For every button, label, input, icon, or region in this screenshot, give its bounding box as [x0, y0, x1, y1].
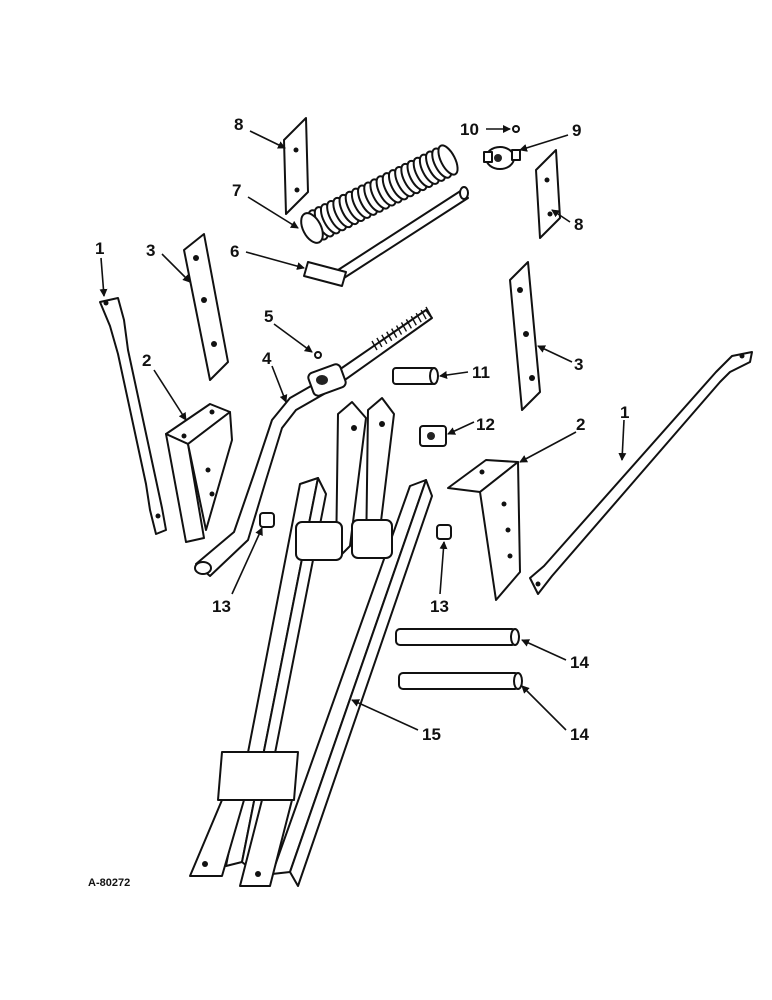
callout-6: 6: [230, 242, 239, 261]
callout-14-lower: 14: [570, 725, 589, 744]
reference-code: A-80272: [88, 877, 130, 889]
callout-5: 5: [264, 307, 273, 326]
thread-mark: [376, 337, 383, 348]
thread-mark: [371, 340, 378, 351]
leader-lines: [99, 125, 627, 731]
part-13-left-bushing: [259, 512, 275, 528]
part-10-nut: [512, 125, 520, 133]
thread-mark: [400, 322, 408, 332]
thread-mark: [410, 315, 417, 326]
callout-7: 7: [232, 181, 241, 200]
part-8-left-plate: [283, 117, 309, 215]
part-11-tube: [392, 367, 439, 385]
callout-10: 10: [460, 120, 479, 139]
callout-12: 12: [476, 415, 495, 434]
thread-mark: [420, 309, 427, 320]
part-1-left-strap: [99, 297, 167, 535]
callout-8-right: 8: [574, 215, 583, 234]
part-12-bushing: [419, 425, 447, 447]
callout-11: 11: [472, 363, 490, 382]
part-1-right-strap: [529, 351, 753, 595]
part-14-upper-pin: [395, 628, 520, 646]
callout-3-left: 3: [146, 241, 155, 260]
thread-mark: [415, 312, 422, 323]
thread-mark: [405, 319, 412, 329]
part-6-rod: [303, 186, 469, 287]
part-8-right-plate: [535, 149, 561, 239]
spring-end: [300, 212, 324, 244]
part-3-right-plate: [509, 261, 541, 411]
thread-mark: [386, 331, 393, 342]
callout-labels: 8 7 6 10 9 8 1 3 2 5 4 11 3 12 2 1 13 13…: [88, 115, 629, 889]
part-9-collar: [483, 146, 521, 170]
part-14-lower-pin: [398, 672, 523, 690]
spring-coil: [437, 144, 459, 176]
callout-8-left: 8: [234, 115, 243, 134]
callout-15: 15: [422, 725, 441, 744]
callout-2-right: 2: [576, 415, 585, 434]
callout-1-left: 1: [95, 239, 104, 258]
callout-14-upper: 14: [570, 653, 589, 672]
callout-1-right: 1: [620, 403, 629, 422]
callout-2-left: 2: [142, 351, 151, 370]
part-3-left-plate: [183, 233, 229, 381]
callout-13-right: 13: [430, 597, 449, 616]
callout-3-right: 3: [574, 355, 583, 374]
part-13-right-bushing: [436, 524, 452, 540]
part-15-main-frame: [189, 397, 433, 887]
thread-mark: [381, 334, 388, 345]
callout-4: 4: [262, 349, 272, 368]
part-5-threaded-rod: [307, 306, 433, 397]
callout-9: 9: [572, 121, 581, 140]
thread-mark: [425, 306, 432, 317]
part-2-right-bracket: [447, 459, 521, 601]
thread-mark: [395, 325, 403, 335]
thread-mark: [391, 328, 398, 338]
part-7-spring: [300, 144, 459, 244]
part-2-left-bracket: [165, 403, 233, 543]
callout-13-left: 13: [212, 597, 231, 616]
